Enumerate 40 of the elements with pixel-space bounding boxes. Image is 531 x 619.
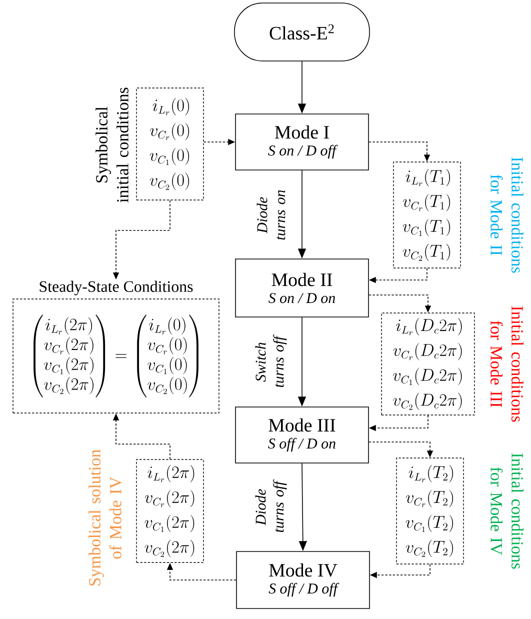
node-label: $v_{C_r}(T_1)$ [403, 194, 450, 212]
mode-box: Mode I S on / D off [235, 114, 369, 170]
edge-label: Switch turns off [255, 334, 287, 388]
side-label: Initial conditions for Mode III [490, 306, 524, 422]
mode-box: Mode III S off / D on [235, 406, 369, 464]
node-label: $v_{C_1}(2\pi)$ [144, 514, 194, 532]
node-label: $v_{C_1}(0)$ [150, 148, 190, 166]
condition-box: $i_{L_r}(2\pi)$ $v_{C_r}(2\pi)$ $v_{C_1}(2\pi)$ $v_{C_2}(2\pi)$ [136, 459, 204, 563]
edge-label: Diode turns on [256, 190, 286, 240]
side-label: Symbolical initial conditions [96, 88, 128, 202]
node-label: $v_{C_r}(D_c 2\pi)$ [393, 342, 462, 360]
node-label: $v_{C_r}(0)$ [150, 122, 190, 140]
node-label: $v_{C_2}(0)$ [150, 172, 190, 190]
node-label: $i_{L_r}(2\pi)$ [148, 465, 194, 482]
condition-box: $i_{L_r}(T_1)$ $v_{C_r}(T_1)$ $v_{C_1}(T_1)$ $v_{C_2}(T_1)$ [393, 162, 461, 268]
mode-box: Mode IV S off / D off [236, 551, 370, 609]
terminal-box: Class-E$^{2}$ [234, 2, 370, 62]
node-label: $i_{L_r}(D_c 2\pi)$ [396, 318, 462, 336]
edge-label: Diode turns off [255, 480, 287, 532]
side-label: Initial conditions for Mode IV [490, 453, 524, 569]
node-label: $i_{L_r}(0)$ [152, 98, 190, 116]
condition-box: $i_{L_r}(D_c 2\pi)$ $v_{C_r}(D_c 2\pi)$ $v_{C_1}(D_c 2\pi)$ $v_{C_2}(D_c 2\pi)$ [381, 312, 475, 416]
condition-box: $i_{L_r}(0)$ $v_{C_r}(0)$ $v_{C_1}(0)$ $v_{C_2}(0)$ [136, 88, 204, 200]
box-heading: Steady-State Conditions [40, 280, 193, 296]
node-label: $i_{L_r}(T_1)$ [406, 169, 450, 186]
side-label: Symbolical solution of Mode IV [88, 450, 122, 586]
node-label: $v_{C_2}(2\pi)$ [144, 540, 194, 557]
node-label: $v_{C_r}(T_2)$ [406, 490, 454, 508]
mode-box: Mode II S on / D on [235, 258, 369, 318]
node-label: $v_{C_1}(T_1)$ [402, 218, 450, 236]
node-label: $i_{L_r}(T_2)$ [408, 465, 454, 482]
node-label: $v_{C_1}(T_2)$ [406, 514, 454, 532]
condition-box: $i_{L_r}(T_2)$ $v_{C_r}(T_2)$ $v_{C_1}(T_2)$ $v_{C_2}(T_2)$ [396, 458, 464, 564]
steady-state-box: $\begin{pmatrix}i_{L_r}(2\pi)\\ v_{C_r}(2\pi)\\ v_{C_1}(2\pi)\\ v_{C_2}(2\pi)\end{pmatrix}=\begin{pmatrix}i_{L_r}(0)\\ v_{C_r}(0)\\ v_{C_1}(0)\\ v_{C_2}(0)\end{pmatrix}$ [12, 298, 220, 414]
node-label: $v_{C_2}(T_2)$ [406, 540, 454, 557]
side-label: Initial conditions for Mode II [490, 157, 524, 273]
node-label: $v_{C_2}(T_1)$ [402, 244, 450, 261]
node-label: $v_{C_1}(D_c 2\pi)$ [393, 368, 462, 386]
node-label: $v_{C_2}(D_c 2\pi)$ [393, 392, 462, 410]
node-label: $v_{C_r}(2\pi)$ [144, 490, 194, 508]
